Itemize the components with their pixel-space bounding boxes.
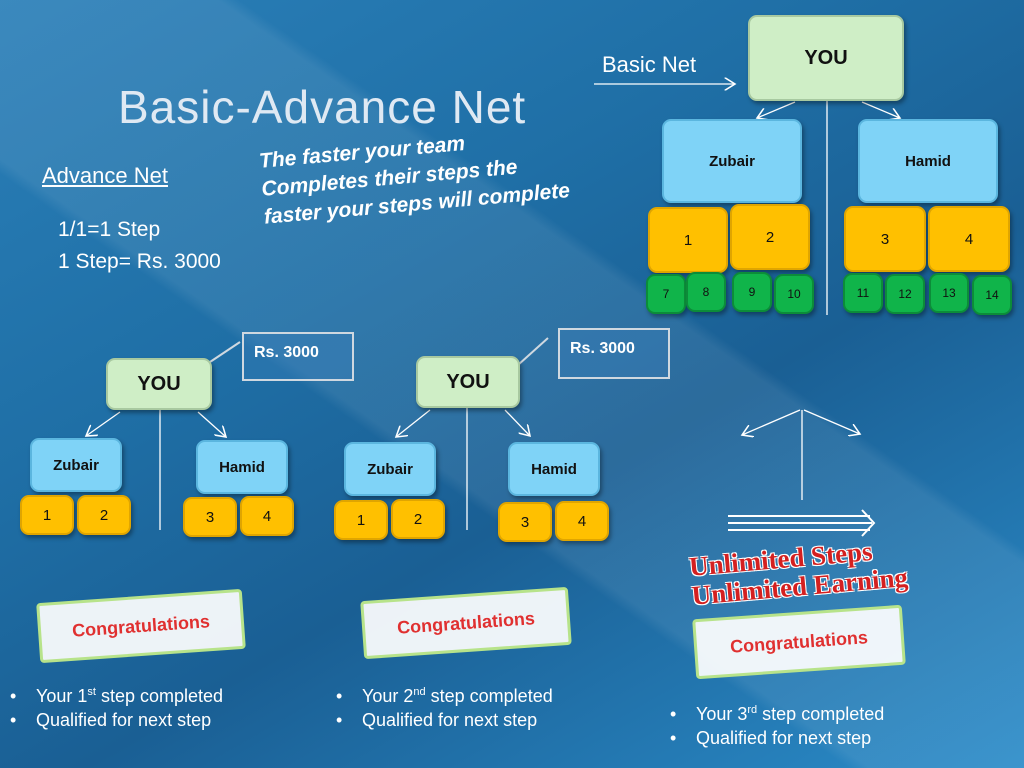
basic-net-level3-box: 7 — [646, 274, 686, 314]
qualified-item: Qualified for next step — [670, 726, 884, 750]
step-rule: 1/1=1 Step — [58, 218, 161, 241]
tree-a-leaf: 4 — [240, 496, 294, 536]
tree-a-leaf: 2 — [77, 495, 131, 535]
basic-net-level2-box: 1 — [648, 207, 728, 273]
basic-net-level3-box: 10 — [774, 274, 814, 314]
basic-net-level3-box: 12 — [885, 274, 925, 314]
step-completed-item: Your 2nd step completed — [336, 680, 553, 708]
qualified-item: Qualified for next step — [10, 708, 223, 732]
congratulations-banner: Congratulations — [36, 588, 246, 664]
basic-net-level2-box: 3 — [844, 206, 926, 272]
tree-b-zubair: Zubair — [344, 442, 436, 496]
basic-net-root: YOU — [748, 15, 904, 101]
reward-callout: Rs. 3000 — [242, 332, 354, 381]
basic-net-level3-box: 9 — [732, 272, 772, 312]
tree-a-leaf: 1 — [20, 495, 74, 535]
tree-a-root: YOU — [106, 358, 212, 410]
tree-b-root: YOU — [416, 356, 520, 408]
stage-3-bullets: Your 3rd step completed Qualified for ne… — [670, 698, 884, 750]
page-title: Basic-Advance Net — [118, 81, 527, 133]
basic-net-level3-box: 8 — [686, 272, 726, 312]
stage-2-bullets: Your 2nd step completed Qualified for ne… — [336, 680, 553, 732]
reward-callout: Rs. 3000 — [558, 328, 670, 379]
step-completed-item: Your 3rd step completed — [670, 698, 884, 726]
step-completed-item: Your 1st step completed — [10, 680, 223, 708]
tree-b-leaf: 3 — [498, 502, 552, 542]
tree-b-leaf: 1 — [334, 500, 388, 540]
basic-net-level2-box: 2 — [730, 204, 810, 270]
tree-a-zubair: Zubair — [30, 438, 122, 492]
tree-b-hamid: Hamid — [508, 442, 600, 496]
tree-a-leaf: 3 — [183, 497, 237, 537]
qualified-item: Qualified for next step — [336, 708, 553, 732]
basic-net-label: Basic Net — [602, 52, 697, 77]
tree-a-hamid: Hamid — [196, 440, 288, 494]
advance-net-heading: Advance Net — [42, 163, 168, 188]
unlimited-banner: Unlimited Steps Unlimited Earning — [688, 534, 909, 611]
basic-net-level3-box: 11 — [843, 273, 883, 313]
basic-net-zubair: Zubair — [662, 119, 802, 203]
basic-net-level3-box: 14 — [972, 275, 1012, 315]
basic-net-level3-box: 13 — [929, 273, 969, 313]
tree-b-leaf: 2 — [391, 499, 445, 539]
congratulations-banner: Congratulations — [692, 604, 906, 680]
step-value-rule: 1 Step= Rs. 3000 — [58, 250, 221, 273]
tree-b-leaf: 4 — [555, 501, 609, 541]
tagline: The faster your team Completes their ste… — [258, 121, 571, 231]
congratulations-banner: Congratulations — [360, 586, 572, 660]
basic-net-level2-box: 4 — [928, 206, 1010, 272]
stage-1-bullets: Your 1st step completed Qualified for ne… — [10, 680, 223, 732]
basic-net-hamid: Hamid — [858, 119, 998, 203]
